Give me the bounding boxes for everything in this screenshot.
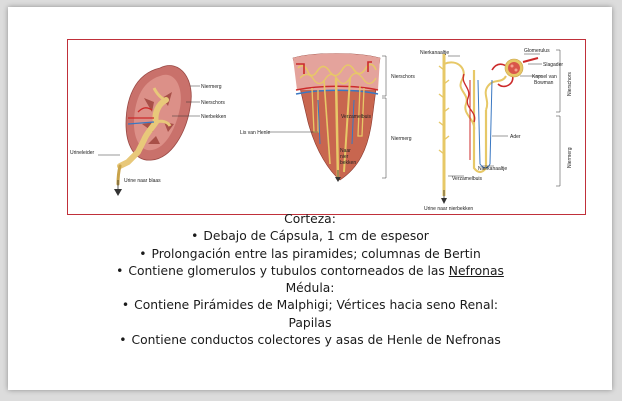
heading-medula: Médula: bbox=[285, 281, 335, 296]
label-kidney-nierbekken: Nierbekken bbox=[201, 114, 227, 120]
bullet-dot: • bbox=[139, 246, 147, 261]
bullet-dot: • bbox=[191, 229, 199, 244]
bullet-dot: • bbox=[116, 263, 124, 278]
label-kidney-niermerg: Niermerg bbox=[201, 84, 222, 90]
label-nephron-slagader: Slagader bbox=[543, 62, 563, 68]
label-kidney-nierschors: Nierschors bbox=[201, 100, 225, 106]
figure-illustration: Niermerg Nierschors Nierbekken Urineleid… bbox=[70, 48, 573, 212]
bullet-medula-1: • Contiene Pirámides de Malphigi; Vértice… bbox=[8, 297, 612, 314]
label-kidney-urineleider: Urineleider bbox=[70, 150, 95, 156]
slide: Niermerg Nierschors Nierbekken Urineleid… bbox=[8, 7, 612, 390]
label-nephron-kapsel: Kapsel van bbox=[532, 74, 557, 80]
label-pyramid-nier: nier bbox=[340, 154, 349, 160]
label-nephron-nierschors: Nierschors bbox=[567, 72, 573, 96]
kidney-illustration bbox=[98, 65, 200, 196]
bullet-text: Prolongación entre las piramides; column… bbox=[151, 246, 481, 261]
label-pyramid-bekken: bekken bbox=[340, 160, 356, 166]
label-pyramid-nierschors: Nierschors bbox=[391, 74, 415, 80]
bullet-corteza-1: • Debajo de Cápsula, 1 cm de espesor bbox=[8, 228, 612, 245]
nefronas-link[interactable]: Nefronas bbox=[448, 263, 504, 278]
label-nephron-ader: Ader bbox=[510, 134, 521, 140]
label-nephron-bowman: Bowman bbox=[534, 80, 554, 86]
label-nephron-nierkanaaltje-2: Nierkanaaltje bbox=[478, 166, 507, 172]
bullet-medula-2: • Contiene conductos colectores y asas de… bbox=[8, 332, 612, 349]
slide-body-text: Corteza: • Debajo de Cápsula, 1 cm de esp… bbox=[8, 211, 612, 349]
bullet-corteza-3: • Contiene glomerulos y tubulos contornea… bbox=[8, 263, 612, 280]
label-nephron-nierkanaaltje: Nierkanaaltje bbox=[420, 50, 449, 56]
label-pyramid-verzamelbuis: Verzamelbuis bbox=[341, 114, 372, 120]
nephron-illustration bbox=[438, 49, 561, 204]
bullet-dot: • bbox=[121, 298, 130, 313]
kidney-anatomy-figure: Niermerg Nierschors Nierbekken Urineleid… bbox=[67, 39, 586, 215]
bullet-text: Contiene conductos colectores y asas de … bbox=[131, 333, 501, 348]
bullet-text: Contiene glomerulos y tubulos contornead… bbox=[128, 263, 449, 278]
heading-corteza: Corteza: bbox=[284, 212, 336, 226]
bullet-corteza-2: • Prolongación entre las piramides; colum… bbox=[8, 246, 612, 263]
label-kidney-urine: Urine naar blaas bbox=[124, 178, 161, 184]
bullet-text: Debajo de Cápsula, 1 cm de espesor bbox=[203, 229, 429, 244]
label-nephron-verzamelbuis: Verzamelbuis bbox=[452, 176, 483, 182]
bullet-dot: • bbox=[119, 333, 127, 348]
label-pyramid-niermerg: Niermerg bbox=[391, 136, 412, 142]
label-pyramid-naar: Naar bbox=[340, 148, 351, 154]
bullet-medula-1-continued: Papilas bbox=[288, 315, 332, 330]
label-pyramid-lis: Lis van Henle bbox=[240, 130, 271, 136]
label-nephron-urine: Urine naar nierbekken bbox=[424, 206, 473, 212]
label-nephron-glomerulus: Glomerulus bbox=[524, 48, 550, 54]
label-nephron-niermerg: Niermerg bbox=[567, 147, 573, 168]
bullet-text: Contiene Pirámides de Malphigi; Vértices… bbox=[134, 298, 499, 313]
renal-pyramid-illustration bbox=[268, 53, 387, 182]
